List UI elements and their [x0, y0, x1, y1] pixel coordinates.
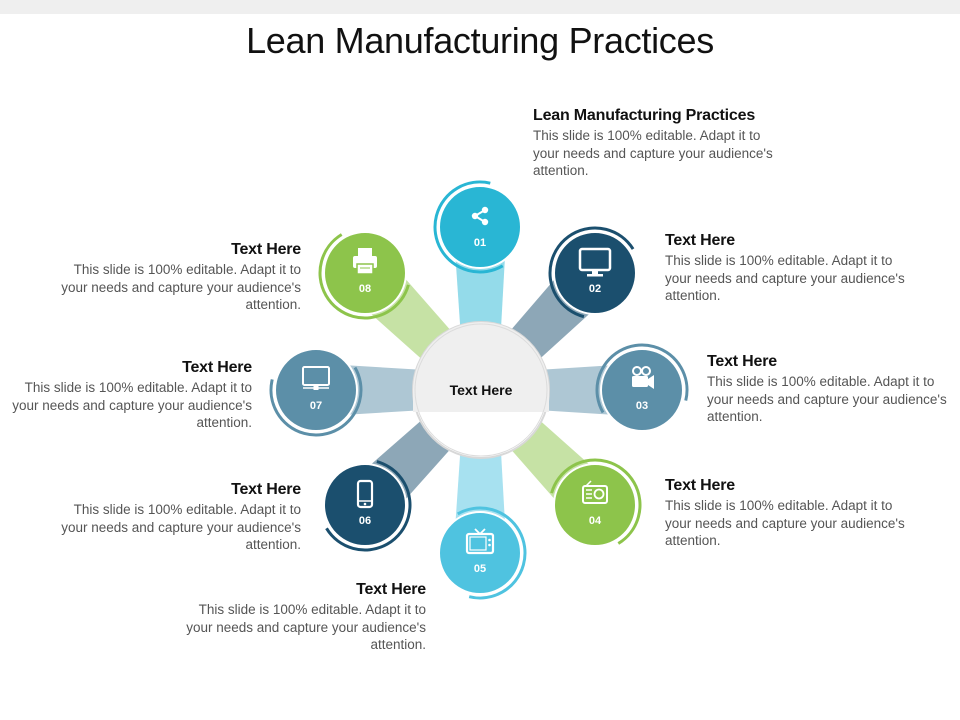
- text-block-01-heading: Lean Manufacturing Practices: [533, 107, 756, 124]
- badge-03-number: 03: [636, 400, 648, 412]
- text-block-01: Lean Manufacturing Practices This slide …: [533, 107, 793, 180]
- smartphone-icon: [356, 479, 374, 509]
- text-block-06-heading: Text Here: [231, 481, 301, 498]
- text-block-06: Text Here This slide is 100% editable. A…: [61, 481, 301, 554]
- badge-08-number: 08: [359, 283, 371, 295]
- badge-05-number: 05: [474, 563, 486, 575]
- text-block-01-body: This slide is 100% editable. Adapt it to…: [533, 128, 773, 178]
- text-block-03-heading: Text Here: [707, 353, 777, 370]
- text-block-02-body: This slide is 100% editable. Adapt it to…: [665, 253, 905, 303]
- text-block-05-heading: Text Here: [356, 581, 426, 598]
- badge-07-number: 07: [310, 400, 322, 412]
- text-block-08: Text Here This slide is 100% editable. A…: [61, 241, 301, 314]
- badge-06: 06: [318, 458, 412, 552]
- badge-02-ring: [548, 226, 642, 320]
- text-block-07-heading: Text Here: [182, 359, 252, 376]
- badge-05: 05: [433, 506, 527, 600]
- badge-07-ring: [269, 343, 363, 437]
- badge-03: 03: [595, 343, 689, 437]
- badges: 01 02 03 04 05 06 07 08: [269, 180, 689, 600]
- center-hub-label: Text Here: [450, 382, 513, 398]
- badge-03-circle: [600, 348, 684, 432]
- badge-03-ring: [595, 343, 689, 437]
- tv-icon: [465, 528, 495, 555]
- text-block-07: Text Here This slide is 100% editable. A…: [12, 359, 252, 432]
- video-camera-icon: [632, 366, 654, 389]
- text-block-07-body: This slide is 100% editable. Adapt it to…: [12, 380, 252, 430]
- text-block-04-body: This slide is 100% editable. Adapt it to…: [665, 498, 905, 548]
- badge-08-ring: [318, 226, 412, 320]
- badge-05-ring: [433, 506, 527, 600]
- slide-title: Lean Manufacturing Practices: [246, 20, 714, 61]
- text-block-04-heading: Text Here: [665, 477, 735, 494]
- badge-01-number: 01: [474, 237, 486, 249]
- center-hub-band: [413, 322, 549, 412]
- badge-02: 02: [548, 226, 642, 320]
- top-bar: [0, 0, 960, 14]
- badge-01-ring: [433, 180, 527, 274]
- text-block-04: Text Here This slide is 100% editable. A…: [665, 477, 905, 550]
- share-icon: [471, 206, 489, 226]
- text-block-02: Text Here This slide is 100% editable. A…: [665, 232, 905, 305]
- badge-01: 01: [433, 180, 527, 274]
- text-block-06-body: This slide is 100% editable. Adapt it to…: [61, 502, 301, 552]
- printer-icon: [353, 248, 377, 275]
- badge-04: 04: [548, 458, 642, 552]
- text-block-02-heading: Text Here: [665, 232, 735, 249]
- badge-01-circle: [438, 185, 522, 269]
- badge-07: 07: [269, 343, 363, 437]
- computer-icon: [302, 366, 330, 390]
- badge-06-ring: [318, 458, 412, 552]
- badge-06-number: 06: [359, 515, 371, 527]
- badge-02-number: 02: [589, 283, 601, 295]
- badge-04-circle: [553, 463, 637, 547]
- text-block-03: Text Here This slide is 100% editable. A…: [707, 353, 947, 426]
- monitor-icon: [578, 247, 612, 277]
- badge-04-ring: [548, 458, 642, 552]
- text-block-08-body: This slide is 100% editable. Adapt it to…: [61, 262, 301, 312]
- badge-08: 08: [318, 226, 412, 320]
- badge-04-number: 04: [589, 515, 602, 527]
- text-block-05: Text Here This slide is 100% editable. A…: [186, 581, 426, 654]
- text-block-08-heading: Text Here: [231, 241, 301, 258]
- text-block-03-body: This slide is 100% editable. Adapt it to…: [707, 374, 947, 424]
- radio-icon: [582, 480, 608, 504]
- text-block-05-body: This slide is 100% editable. Adapt it to…: [186, 602, 426, 652]
- center-hub: Text Here: [412, 321, 550, 459]
